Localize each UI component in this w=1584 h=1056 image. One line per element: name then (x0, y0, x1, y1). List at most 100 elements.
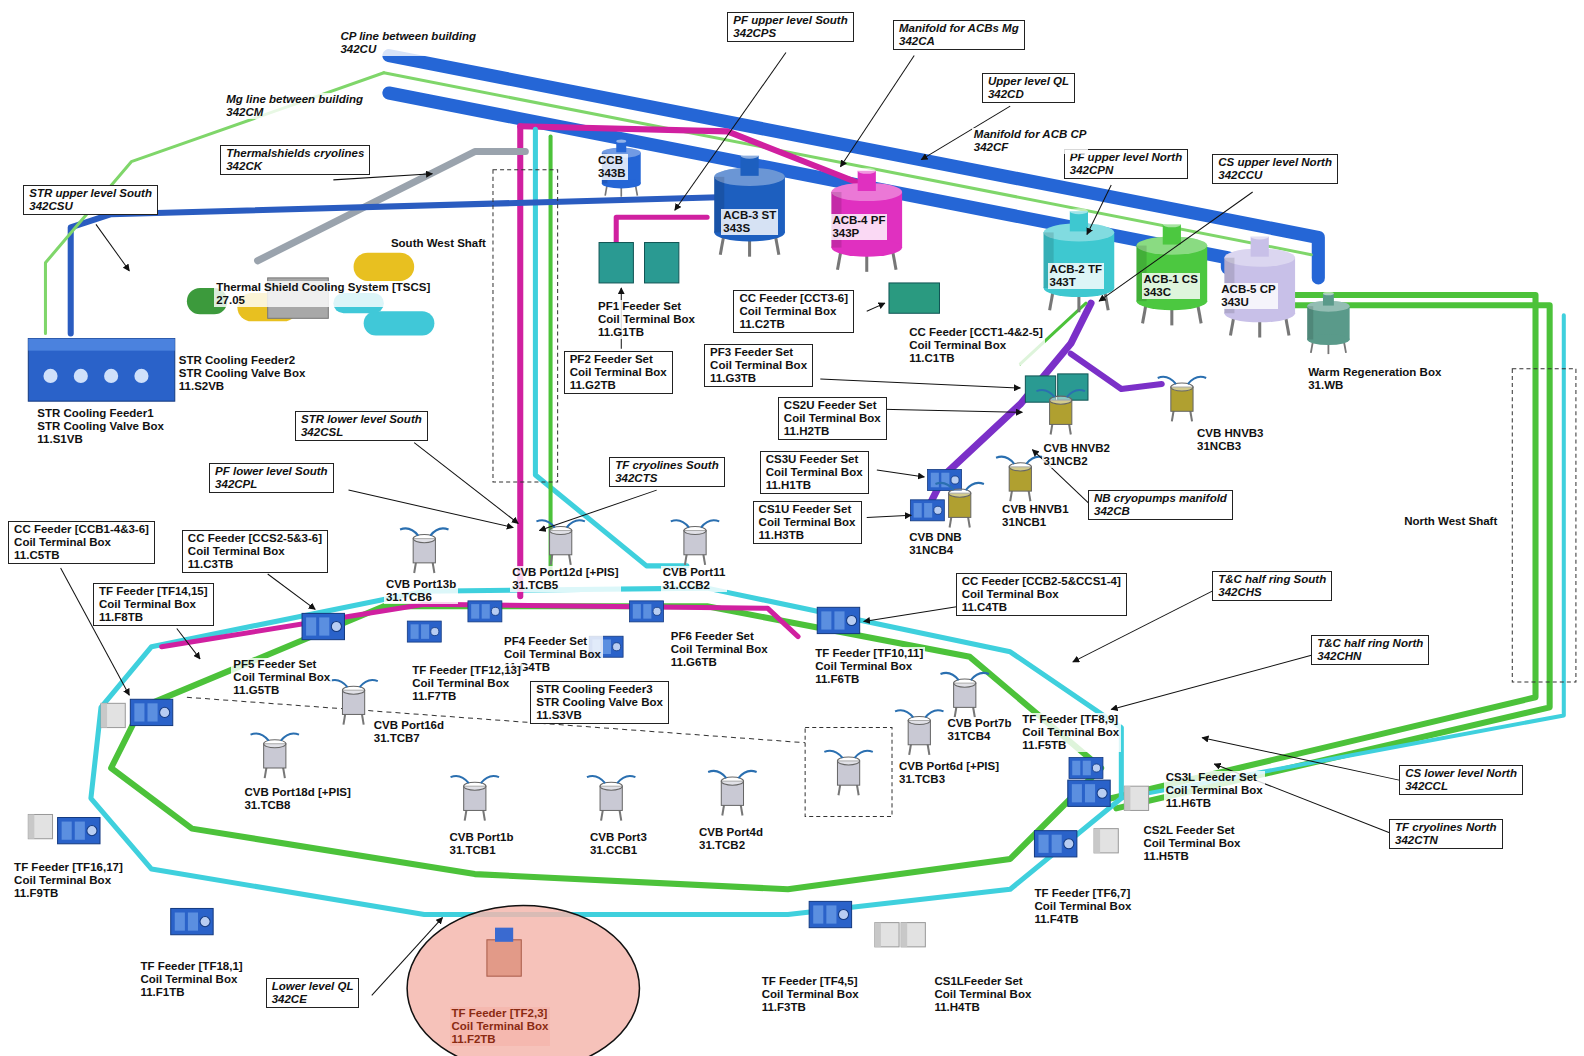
callout-box: Manifold for ACBs Mg342CA (893, 20, 1025, 50)
label-line: Coil Terminal Box (598, 313, 695, 326)
label-line: Coil Terminal Box (14, 874, 123, 887)
label-line: 11.H4TB (934, 1001, 1031, 1014)
component-label: CS3L Feeder SetCoil Terminal Box11.H6TB (1164, 771, 1265, 810)
component-label: CVB Port6d [+PIS]31.TCB3 (897, 760, 1001, 786)
callout-box: CC Feeder [CCB1-4&3-6]Coil Terminal Box1… (8, 521, 155, 564)
label-line: CVB Port6d [+PIS] (899, 760, 999, 773)
callout-text: Coil Terminal Box (710, 359, 807, 372)
component-label: CVB Port1131.CCB2 (661, 566, 728, 592)
callout-text: STR lower level South (301, 413, 422, 426)
label-line: North West Shaft (1404, 515, 1497, 528)
label-line: CVB Port13b (386, 578, 456, 591)
label-line: STR Cooling Valve Box (179, 367, 306, 380)
label-line: 31.WB (1308, 379, 1441, 392)
component-label: CS1LFeeder SetCoil Terminal Box11.H4TB (932, 975, 1033, 1014)
callout-box: CS2U Feeder SetCoil Terminal Box11.H2TB (778, 397, 887, 440)
label-line: CC Feeder [CCT1-4&2-5] (909, 326, 1043, 339)
label-line: 11.F7TB (412, 690, 521, 703)
label-line: 342CF (974, 141, 1087, 154)
label-line: CVB Port7b (948, 717, 1012, 730)
component-label: CVB HNVB331NCB3 (1195, 427, 1265, 453)
label-line: 11.F5TB (1022, 739, 1119, 752)
callout-text: Coil Terminal Box (99, 598, 208, 611)
callout-text: 11.C5TB (14, 549, 149, 562)
label-line: South West Shaft (391, 237, 486, 250)
label-line: CS3L Feeder Set (1166, 771, 1263, 784)
label-line: 343P (832, 227, 885, 240)
callout-box: STR Cooling Feeder3STR Cooling Valve Box… (530, 681, 669, 724)
component-label: PF1 Feeder SetCoil Terminal Box11.G1TB (596, 300, 697, 339)
label-line: 11.G1TB (598, 326, 695, 339)
label-line: Mg line between building (226, 93, 363, 106)
label-line: PF1 Feeder Set (598, 300, 695, 313)
callout-box: Thermalshields cryolines342CK (220, 145, 370, 175)
label-line: 11.H6TB (1166, 797, 1263, 810)
label-line: Coil Terminal Box (815, 660, 923, 673)
label-line: ACB-4 PF (832, 214, 885, 227)
label-line: CVB Port18d [+PIS] (244, 786, 350, 799)
label-line: CS1LFeeder Set (934, 975, 1031, 988)
callout-box: Lower level QL342CE (266, 978, 360, 1008)
label-line: 11.F3TB (762, 1001, 859, 1014)
label-line: 11.F1TB (140, 986, 242, 999)
label-line: STR Cooling Feeder2 (179, 354, 306, 367)
label-line: Coil Terminal Box (1034, 900, 1131, 913)
label-line: Manifold for ACB CP (974, 128, 1087, 141)
callout-text: TF Feeder [TF14,15] (99, 585, 208, 598)
label-line: STR Cooling Valve Box (37, 420, 164, 433)
component-label: STR Cooling Feeder2STR Cooling Valve Box… (177, 354, 308, 393)
label-line: ACB-1 CS (1144, 273, 1198, 286)
callout-text: 342CSL (301, 426, 422, 439)
callout-box: CC Feeder [CCB2-5&CCS1-4]Coil Terminal B… (956, 573, 1127, 616)
component-label: Mg line between building342CM (224, 93, 365, 119)
label-line: Warm Regeneration Box (1308, 366, 1441, 379)
component-label: TF Feeder [TF4,5]Coil Terminal Box11.F3T… (760, 975, 861, 1014)
callout-text: T&C half ring North (1317, 637, 1423, 650)
label-line: 31.TCB7 (374, 732, 444, 745)
label-line: 11.F9TB (14, 887, 123, 900)
component-label: CVB Port12d [+PIS]31.TCB5 (510, 566, 620, 592)
label-line: Coil Terminal Box (934, 988, 1031, 1001)
callout-text: 342CB (1094, 505, 1227, 518)
label-line: 11.F2TB (452, 1033, 549, 1046)
callout-text: PF upper level South (733, 14, 847, 27)
label-line: TF Feeder [TF10,11] (815, 647, 923, 660)
label-line: 11.C1TB (909, 352, 1043, 365)
label-line: Coil Terminal Box (1144, 837, 1241, 850)
label-line: 31.TCB2 (699, 839, 763, 852)
component-label: PF6 Feeder SetCoil Terminal Box11.G6TB (669, 630, 770, 669)
component-label: CCB343B (596, 154, 628, 180)
component-label: TF Feeder [TF10,11]Coil Terminal Box11.F… (813, 647, 925, 686)
label-line: 11.G6TB (671, 656, 768, 669)
callout-text: CS2U Feeder Set (784, 399, 881, 412)
callout-text: Lower level QL (272, 980, 354, 993)
label-line: TF Feeder [TF16,17] (14, 861, 123, 874)
callout-text: 342CCU (1218, 169, 1332, 182)
component-label: CVB Port4d31.TCB2 (697, 826, 765, 852)
callout-text: 342CD (988, 88, 1069, 101)
label-line: 11.F4TB (1034, 913, 1131, 926)
label-line: PF5 Feeder Set (233, 658, 330, 671)
callout-text: CS upper level North (1218, 156, 1332, 169)
component-label: CVB DNB31NCB4 (907, 531, 963, 557)
callout-text: CS lower level North (1405, 767, 1517, 780)
callout-box: CC Feeder [CCT3-6]Coil Terminal Box11.C2… (733, 290, 854, 333)
label-line: Coil Terminal Box (504, 648, 601, 661)
component-label: CVB Port1b31.TCB1 (448, 831, 516, 857)
label-line: TF Feeder [TF12,13] (412, 664, 521, 677)
callout-text: 11.S3VB (536, 709, 663, 722)
callout-text: 342CHN (1317, 650, 1423, 663)
callout-box: CS upper level North342CCU (1212, 154, 1338, 184)
label-line: 31.TCB5 (512, 579, 618, 592)
label-line: CVB DNB (909, 531, 961, 544)
label-line: 11.H5TB (1144, 850, 1241, 863)
label-line: PF4 Feeder Set (504, 635, 601, 648)
callout-text: CS1U Feeder Set (759, 503, 856, 516)
component-label: TF Feeder [TF18,1]Coil Terminal Box11.F1… (138, 960, 244, 999)
label-line: 31.TCB6 (386, 591, 456, 604)
callout-text: Thermalshields cryolines (226, 147, 364, 160)
label-line: 11.G5TB (233, 684, 330, 697)
callout-text: Coil Terminal Box (759, 516, 856, 529)
callout-text: 342CSU (29, 200, 152, 213)
label-line: CVB Port1b (450, 831, 514, 844)
